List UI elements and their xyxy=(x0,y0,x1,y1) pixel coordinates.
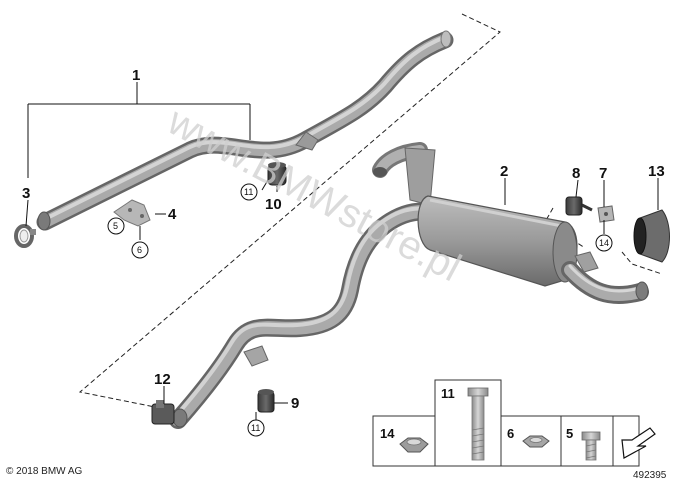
rubber-mount-part-8 xyxy=(565,196,593,216)
circled-callouts xyxy=(107,183,613,437)
leader-lines xyxy=(25,82,659,420)
clamp-part-3 xyxy=(14,224,36,248)
rear-silencer-pipe xyxy=(169,202,439,429)
callout-12: 12 xyxy=(154,371,171,388)
parts-table: 14 11 6 5 xyxy=(372,379,656,467)
callout-10: 10 xyxy=(265,196,282,213)
table-cell-11: 11 xyxy=(441,386,455,401)
callout-8: 8 xyxy=(572,165,580,182)
callout-5-circled: 5 xyxy=(113,221,118,231)
nut-14-icon xyxy=(399,437,429,453)
table-cell-14: 14 xyxy=(380,426,395,441)
clamp-part-12 xyxy=(151,400,175,425)
callout-7: 7 xyxy=(599,165,607,182)
bracket-part-4 xyxy=(113,199,151,227)
diagram-number: 492395 xyxy=(633,470,667,481)
callout-11-circled-top: 11 xyxy=(244,187,253,197)
callout-14-circled: 14 xyxy=(599,238,609,248)
rubber-mount-part-9 xyxy=(257,389,275,413)
direction-arrow-icon xyxy=(621,427,656,459)
copyright-text: © 2018 BMW AG xyxy=(6,466,83,477)
bolt-11-icon xyxy=(467,387,489,461)
rear-muffler xyxy=(372,142,649,304)
callout-3: 3 xyxy=(22,185,30,202)
nut-6-icon xyxy=(522,435,550,448)
bolt-5-icon xyxy=(581,431,601,461)
callout-13: 13 xyxy=(648,163,665,180)
callout-1: 1 xyxy=(132,67,140,84)
front-pipe xyxy=(36,30,454,231)
tailpipe-trim-part-13 xyxy=(633,209,670,263)
table-cell-6: 6 xyxy=(507,426,514,441)
callout-6-circled: 6 xyxy=(137,245,142,255)
table-cell-5: 5 xyxy=(566,426,573,441)
bracket-part-7 xyxy=(597,205,615,223)
callout-9: 9 xyxy=(291,395,299,412)
callout-4: 4 xyxy=(168,206,177,223)
callout-11-circled-bottom: 11 xyxy=(251,423,260,433)
rubber-mount-part-10 xyxy=(267,162,287,186)
callout-2: 2 xyxy=(500,163,508,180)
